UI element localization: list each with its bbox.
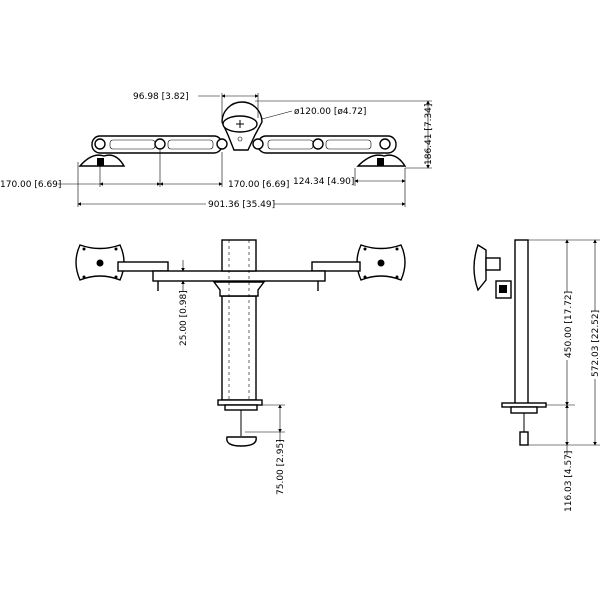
vesa-plate-right [356, 244, 406, 281]
side-view: 450.00 [17.72] 116.03 [4.57] 572.03 [22.… [473, 239, 600, 512]
dim-arm-left: 170.00 [6.69] [0, 180, 61, 190]
dim-pole-diameter: ø120.00 [ø4.72] [294, 107, 366, 117]
pole-top [221, 101, 263, 151]
desk-base-left [78, 154, 126, 167]
vesa-plate-left [75, 244, 125, 281]
upper-arm-right [311, 261, 361, 272]
side-dimensions: 450.00 [17.72] 116.03 [4.57] 572.03 [22.… [528, 239, 600, 512]
pole-side [514, 239, 529, 406]
dim-depth: 186.41 [7.34] [424, 104, 434, 165]
dim-clamp-range: 75.00 [2.95] [276, 439, 286, 495]
vesa-plate-side [473, 243, 487, 292]
upper-arm-left [117, 261, 169, 272]
arm-assembly-top [91, 135, 397, 154]
dim-pole-offset: 96.98 [3.82] [133, 92, 189, 102]
dim-overall-height: 572.03 [22.52] [591, 310, 600, 377]
top-view: 96.98 [3.82] ø120.00 [ø4.72] 186.41 [7.3… [0, 92, 434, 210]
desk-base-right [356, 154, 407, 167]
pole-front [212, 239, 266, 447]
dim-overall-width: 901.36 [35.49] [208, 200, 275, 210]
dim-pole-height: 450.00 [17.72] [564, 291, 574, 358]
dim-below-desk: 116.03 [4.57] [564, 451, 574, 512]
dim-arm-thickness: 25.00 [0.98] [179, 290, 189, 346]
top-dimensions: 96.98 [3.82] ø120.00 [ø4.72] 186.41 [7.3… [0, 92, 434, 210]
dim-base-width: 124.34 [4.90] [293, 177, 354, 187]
dim-arm-center: 170.00 [6.69] [228, 180, 289, 190]
lower-arm-bar [152, 270, 326, 282]
front-view: 25.00 [0.98] 75.00 [2.95] [75, 239, 406, 495]
front-dimensions: 25.00 [0.98] 75.00 [2.95] [179, 260, 286, 495]
